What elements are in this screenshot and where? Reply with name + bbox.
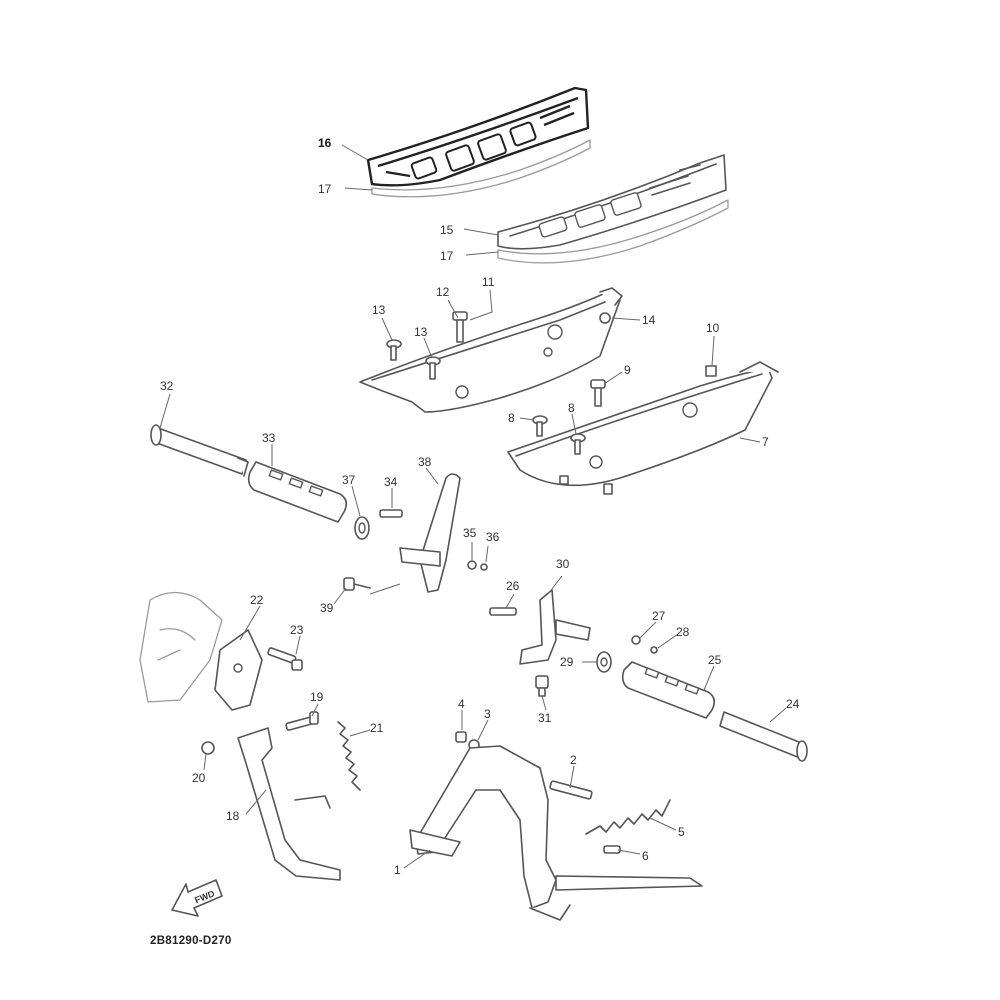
- label-3: 3: [484, 707, 491, 721]
- label-34: 34: [384, 475, 398, 489]
- label-27: 27: [652, 609, 666, 623]
- label-20: 20: [192, 771, 206, 785]
- label-21: 21: [370, 721, 384, 735]
- leader-lines: [159, 144, 787, 869]
- label-35: 35: [463, 526, 477, 540]
- bolt-12: [452, 311, 468, 343]
- nut-35: [467, 560, 477, 570]
- footpeg-rubber-25: [621, 661, 716, 719]
- sidestand-18: [237, 727, 341, 881]
- drawing-code: 2B81290-D270: [150, 935, 232, 947]
- pin-6: [603, 845, 621, 854]
- label-13b: 13: [414, 325, 428, 339]
- label-28: 28: [676, 625, 690, 639]
- label-11: 11: [482, 275, 495, 289]
- nut-4: [455, 731, 467, 743]
- label-30: 30: [556, 557, 570, 571]
- footboard-bracket-11: [359, 287, 623, 413]
- label-22: 22: [250, 593, 264, 607]
- gasket-17a: [371, 139, 591, 198]
- gasket-17b: [497, 199, 729, 264]
- footpeg-rubber-33: [247, 461, 348, 523]
- label-24: 24: [786, 697, 800, 711]
- label-32: 32: [160, 379, 174, 393]
- label-36: 36: [486, 530, 500, 544]
- label-14: 14: [642, 313, 656, 327]
- pin-26: [489, 607, 517, 616]
- footpeg-bracket-38: [399, 473, 461, 593]
- label-2: 2: [570, 753, 577, 767]
- label-10: 10: [706, 321, 720, 335]
- floor-plate-15: [497, 154, 727, 250]
- label-38: 38: [418, 455, 432, 469]
- footpeg-bracket-30: [519, 589, 591, 665]
- footpeg-shaft-24: [719, 711, 808, 762]
- label-17a: 17: [318, 182, 332, 196]
- label-6: 6: [642, 849, 649, 863]
- screw-8a: [532, 415, 548, 437]
- bolt-31: [535, 675, 549, 697]
- label-9: 9: [624, 363, 631, 377]
- washer-37: [354, 516, 370, 540]
- centerstand-1: [409, 745, 703, 921]
- nut-27: [631, 635, 641, 645]
- label-25: 25: [708, 653, 722, 667]
- label-8a: 8: [508, 411, 515, 425]
- label-1: 1: [394, 863, 401, 877]
- washer-29: [596, 651, 612, 673]
- pin-28: [650, 646, 658, 654]
- label-23: 23: [290, 623, 304, 637]
- label-4: 4: [458, 697, 465, 711]
- label-7: 7: [762, 435, 769, 449]
- clip-14: [599, 312, 611, 324]
- screw-13a: [386, 339, 402, 361]
- label-26: 26: [506, 579, 520, 593]
- nut-20: [201, 741, 215, 755]
- label-16: 16: [318, 136, 332, 150]
- pin-36: [480, 563, 488, 571]
- label-15: 15: [440, 223, 454, 237]
- label-12: 12: [436, 285, 450, 299]
- label-39: 39: [320, 601, 334, 615]
- label-37: 37: [342, 473, 356, 487]
- screw-13b: [425, 356, 441, 380]
- label-13a: 13: [372, 303, 386, 317]
- footpeg-shaft-32: [150, 424, 249, 477]
- frame-outline: [139, 591, 223, 703]
- label-31: 31: [538, 711, 552, 725]
- spring-21: [337, 721, 361, 791]
- bolt-9: [590, 379, 606, 407]
- label-5: 5: [678, 825, 685, 839]
- screw-8b: [570, 433, 586, 455]
- bolt-23: [267, 647, 303, 671]
- label-29: 29: [560, 655, 574, 669]
- sidestand-bracket-22: [214, 629, 263, 711]
- clip-10: [705, 365, 717, 377]
- label-17b: 17: [440, 249, 454, 263]
- spring-5: [585, 799, 671, 835]
- floor-plate-16: [366, 86, 590, 187]
- pin-34: [379, 509, 403, 518]
- label-8b: 8: [568, 401, 575, 415]
- label-19: 19: [310, 690, 324, 704]
- fwd-arrow-icon: FWD: [171, 879, 223, 917]
- bolt-39: [343, 577, 371, 591]
- label-33: 33: [262, 431, 276, 445]
- label-18: 18: [226, 809, 240, 823]
- part-labels: 16 17 15 17 11 12 13 13 14 10 9 8 8 7 32…: [160, 136, 800, 877]
- pin-2: [549, 780, 593, 800]
